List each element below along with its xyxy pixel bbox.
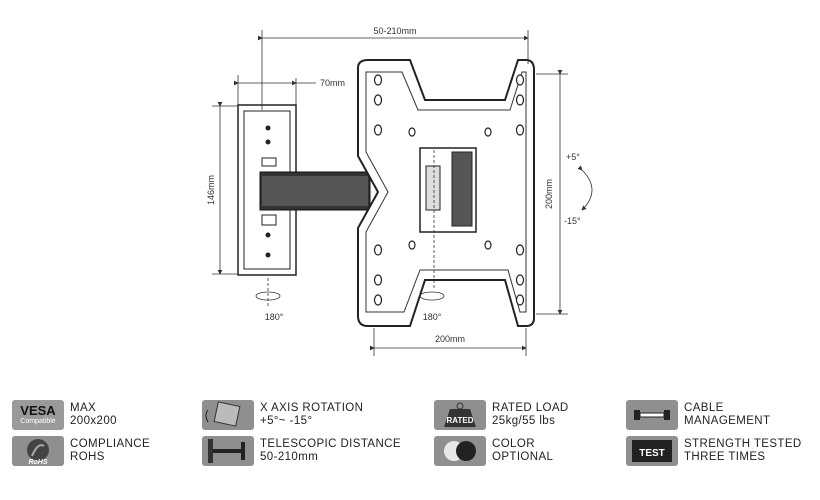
spec-cable-line1: CABLE [684,402,724,414]
mount-dimension-diagram: 50-210mm 70mm 146mm 200mm 200mm +5° -15°… [206,26,593,356]
spec-color-line1: COLOR [492,438,535,450]
spec-vesa-line2: 200x200 [70,415,117,427]
extension-arm [259,171,371,211]
spec-color-line2: OPTIONAL [492,451,554,463]
vesa-icon-text: VESA [20,403,56,418]
plate-height-label: 200mm [544,179,554,209]
vesa-icon: VESA Compatible [12,400,64,430]
tilt-up-label: +5° [566,152,580,162]
wall-height-label: 146mm [206,175,216,205]
spec-compliance-line1: COMPLIANCE [70,438,151,450]
vesa-plate [357,59,535,327]
rohs-icon-text: RoHS [28,459,47,466]
spec-compliance-line2: ROHS [70,451,105,463]
color-option-icon [434,436,486,466]
telescopic-icon [202,436,254,466]
depth-label: 70mm [320,78,345,88]
spec-telescopic-line1: TELESCOPIC DISTANCE [260,438,401,450]
width-range-label: 50-210mm [373,26,416,36]
spec-rotation-line1: X AXIS ROTATION [260,402,364,414]
plate-swivel-label: 180° [423,312,442,322]
spec-cable-line2: MANAGEMENT [684,415,771,427]
spec-load-line1: RATED LOAD [492,402,569,414]
test-icon: TEST [626,436,678,466]
wall-swivel-label: 180° [265,312,284,322]
tilt-down-label: -15° [564,216,581,226]
spec-strength-line1: STRENGTH TESTED [684,438,802,450]
plate-width-label: 200mm [435,334,465,344]
test-icon-text: TEST [639,448,665,459]
rated-icon-text: RATED [447,416,474,425]
dimension-lines [212,30,593,356]
spec-vesa-line1: MAX [70,402,97,414]
cable-management-icon [626,400,678,430]
vesa-icon-subtext: Compatible [20,418,56,425]
rated-load-icon: RATED [434,400,486,430]
spec-load-line2: 25kg/55 lbs [492,415,556,427]
rohs-icon: RoHS [12,436,64,466]
spec-rotation-line2: +5°~ -15° [260,415,313,427]
spec-x-axis-rotation: X AXIS ROTATION+5°~ -15° [202,400,363,430]
spec-strength-line2: THREE TIMES [684,451,766,463]
spec-telescopic-line2: 50-210mm [260,451,319,463]
tilt-rotation-icon [202,400,254,430]
